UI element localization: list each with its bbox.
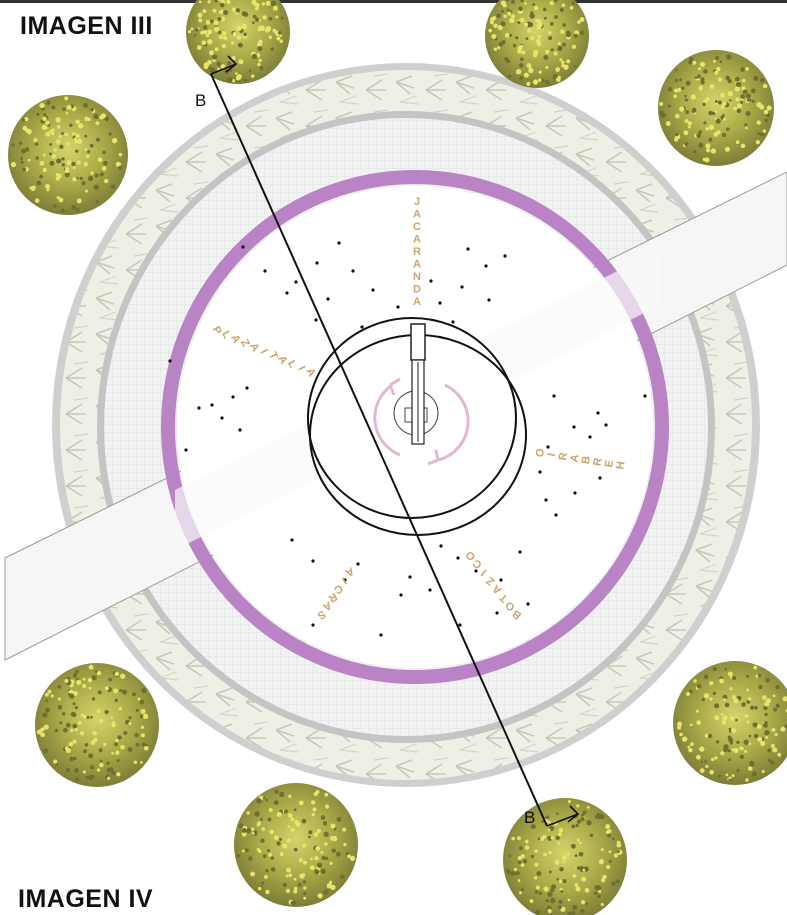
zone-label-letter: R: [591, 457, 604, 467]
zone-label-letter: A: [413, 209, 421, 221]
zone-label-letter: C: [413, 221, 421, 233]
section-line-b: B B: [195, 55, 580, 827]
zone-label-letter: A: [413, 259, 421, 271]
tree-icon: [186, 0, 290, 84]
zone-label-letter: A: [413, 296, 421, 308]
zone-label-letter: A: [568, 453, 581, 463]
tree-icon: [658, 50, 774, 166]
zone-label-letter: I: [258, 347, 270, 355]
zone-label-letter: I: [479, 567, 489, 578]
tree-icon: [503, 798, 627, 915]
section-label-start: B: [195, 91, 206, 110]
page-title-bottom: IMAGEN IV: [18, 885, 154, 913]
trees: [8, 0, 787, 915]
tree-icon: [8, 95, 128, 215]
zone-label-letter: B: [580, 455, 593, 465]
central-fountain: [307, 317, 527, 536]
tree-icon: [234, 783, 358, 907]
section-arrow-icon: [546, 805, 580, 827]
zone-label-letter: D: [413, 284, 421, 296]
plaza-dots: [168, 241, 647, 637]
zone-label-letter: A: [413, 234, 421, 246]
zone-label-letter: Z: [238, 337, 252, 349]
zone-label-letter: N: [413, 271, 421, 283]
zone-label-letter: I: [546, 452, 558, 457]
tree-icon: [485, 0, 589, 88]
zone-label-letter: L: [219, 329, 233, 341]
zone-label-letter: H: [614, 460, 627, 470]
rotation-arrow-icon: [373, 377, 470, 466]
zone-label-letter: L: [285, 358, 299, 370]
zone-label-letter: R: [557, 451, 570, 461]
zone-label-letter: I: [340, 574, 349, 586]
page-title-top: IMAGEN III: [20, 12, 153, 40]
section-arrow-icon: [210, 55, 238, 75]
zone-label-letter: T: [266, 350, 280, 362]
zone-label-letter: J: [414, 196, 420, 208]
tree-icon: [35, 663, 159, 787]
top-border: [0, 0, 787, 3]
zone-label-letter: I: [295, 364, 307, 372]
zone-label-letter: E: [603, 459, 616, 468]
tree-icon: [673, 661, 787, 785]
zone-label-letter: R: [413, 246, 421, 258]
section-label-end: B: [524, 808, 535, 827]
zone-label-letter: O: [534, 447, 547, 458]
